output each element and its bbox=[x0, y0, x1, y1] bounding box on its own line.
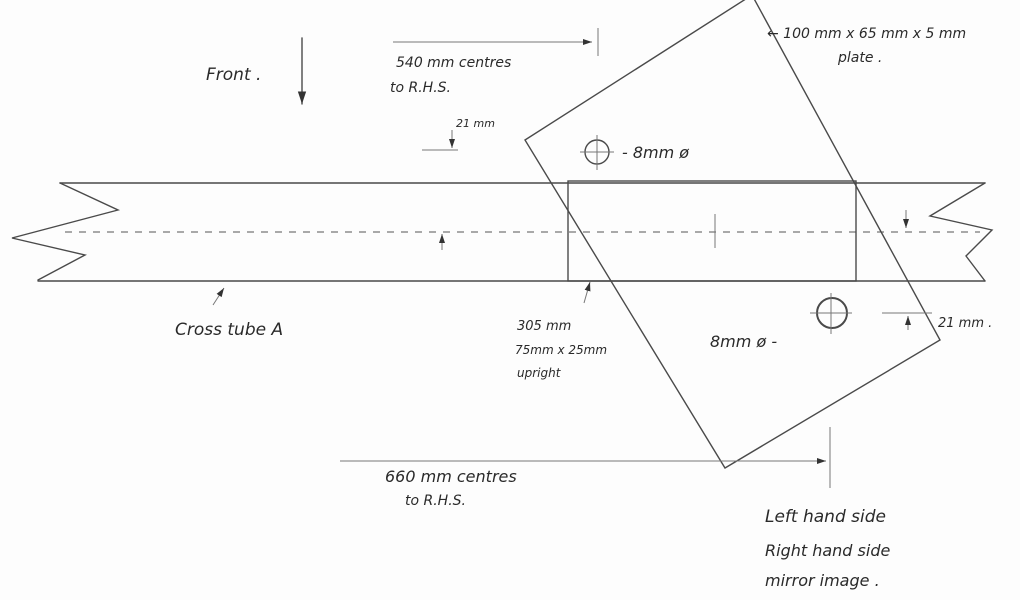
label-21-bottom: 21 mm . bbox=[938, 316, 992, 331]
cross-tube-leader bbox=[212, 287, 225, 306]
label-hole-top: - 8mm ø bbox=[622, 143, 689, 162]
label-660-line1: 660 mm centres bbox=[385, 467, 517, 486]
label-660-line2: to R.H.S. bbox=[405, 493, 466, 509]
upright-leader bbox=[583, 281, 591, 304]
label-540-line2: to R.H.S. bbox=[390, 80, 451, 96]
plate bbox=[524, 0, 941, 469]
label-hole-bottom: 8mm ø - bbox=[710, 332, 777, 351]
label-21-top: 21 mm bbox=[456, 117, 495, 130]
label-upright-line2: 75mm x 25mm bbox=[515, 343, 607, 357]
label-cross-tube: Cross tube A bbox=[175, 320, 283, 340]
label-upright-line1: 305 mm bbox=[517, 319, 571, 334]
label-plate-line1: ← 100 mm x 65 mm x 5 mm bbox=[767, 26, 966, 42]
label-front: Front . bbox=[206, 65, 261, 85]
break-left bbox=[11, 182, 121, 281]
break-right bbox=[928, 182, 994, 282]
hole-top bbox=[580, 135, 614, 170]
upright bbox=[567, 180, 857, 282]
label-plate-line2: plate . bbox=[837, 50, 882, 66]
label-540-line1: 540 mm centres bbox=[396, 55, 511, 71]
label-upright-line3: upright bbox=[517, 366, 562, 380]
hole-bottom bbox=[810, 293, 852, 334]
cross-tube bbox=[11, 182, 994, 282]
note-line1: Left hand side bbox=[765, 507, 886, 527]
note-line2: Right hand side bbox=[765, 541, 890, 560]
note-line3: mirror image . bbox=[765, 571, 880, 590]
